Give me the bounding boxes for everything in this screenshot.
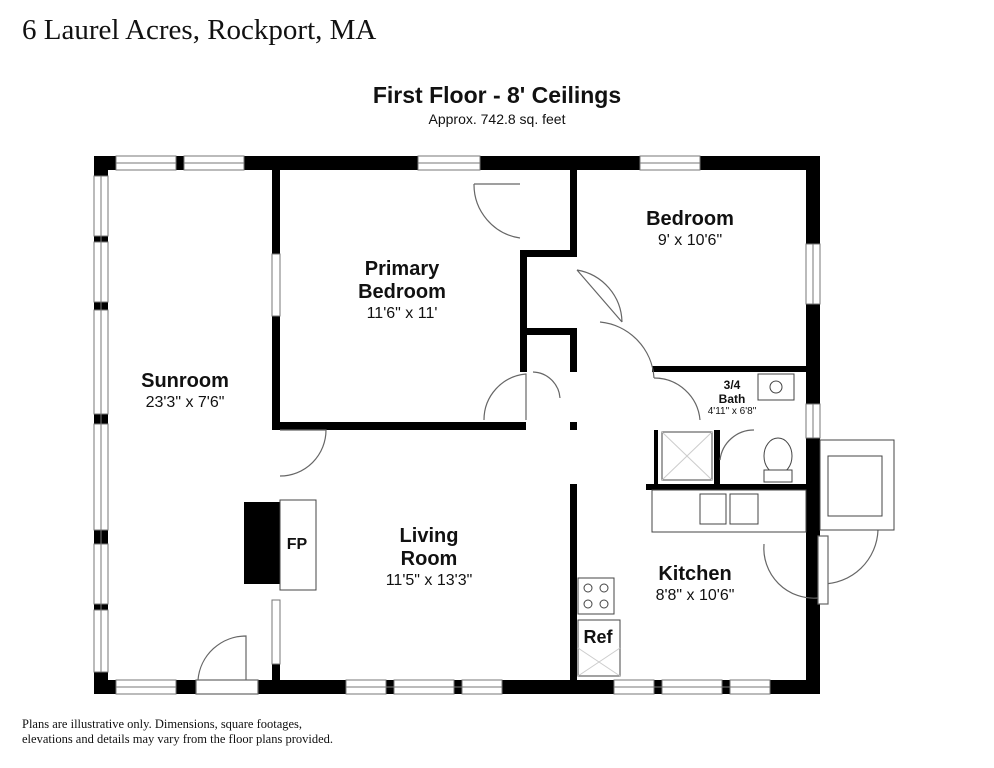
primary-bedroom-name-2: Bedroom xyxy=(358,281,446,303)
property-address: 6 Laurel Acres, Rockport, MA xyxy=(22,14,377,46)
bedroom-dims: 9' x 10'6" xyxy=(658,232,722,249)
disclaimer-line-2: elevations and details may vary from the… xyxy=(22,732,334,746)
kitchen-dims: 8'8" x 10'6" xyxy=(656,587,735,604)
bath-name-1: 3/4 xyxy=(724,378,741,392)
exterior-landing xyxy=(819,439,895,531)
kitchen-name: Kitchen xyxy=(658,563,731,585)
living-room-name-2: Room xyxy=(401,548,458,570)
floor-area: Approx. 742.8 sq. feet xyxy=(428,111,566,127)
windows xyxy=(93,155,821,695)
living-room-name-1: Living xyxy=(400,525,459,547)
primary-bedroom-name-1: Primary xyxy=(365,258,440,280)
sunroom-name: Sunroom xyxy=(141,370,229,392)
disclaimer: Plans are illustrative only. Dimensions,… xyxy=(22,717,422,747)
doors xyxy=(195,183,879,695)
bedroom-name: Bedroom xyxy=(646,208,734,230)
bath-dims: 4'11" x 6'8" xyxy=(708,406,757,417)
sunroom-dims: 23'3" x 7'6" xyxy=(146,394,225,411)
refrigerator-label: Ref xyxy=(583,627,613,647)
kitchen-counter xyxy=(651,489,807,533)
bath-name-2: Bath xyxy=(719,392,746,406)
primary-bedroom-dims: 11'6" x 11' xyxy=(367,305,438,322)
room-labels: Sunroom 23'3" x 7'6" Primary Bedroom 11'… xyxy=(141,208,757,647)
disclaimer-line-1: Plans are illustrative only. Dimensions,… xyxy=(22,717,303,731)
fireplace-label: FP xyxy=(287,536,308,553)
floor-title: First Floor - 8' Ceilings xyxy=(372,82,622,108)
fireplace xyxy=(244,499,317,591)
refrigerator xyxy=(577,619,621,677)
living-room-dims: 11'5" x 13'3" xyxy=(386,572,473,589)
stove xyxy=(577,577,615,615)
bath-fixtures xyxy=(661,373,795,483)
